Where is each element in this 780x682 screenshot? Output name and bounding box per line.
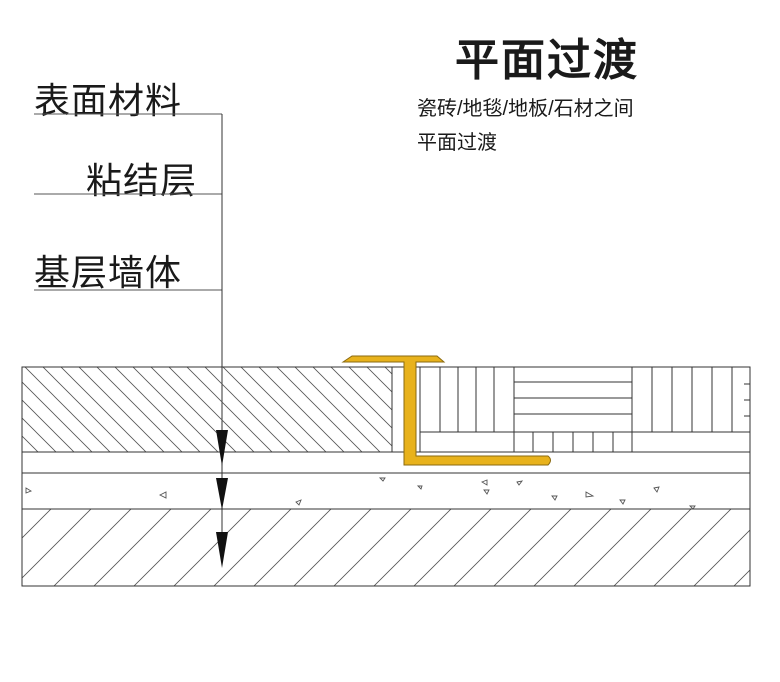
label-underlines [34, 113, 222, 291]
arrow-adhesive [216, 478, 228, 510]
tile-surface-layer [21, 366, 393, 453]
label-surface-material: 表面材料 [34, 81, 183, 122]
arrow-base [216, 532, 228, 568]
diagram-title: 平面过渡 [455, 35, 639, 86]
leader-arrows [216, 430, 228, 568]
arrow-surface [216, 430, 228, 466]
description-line-2: 平面过渡 [417, 132, 497, 154]
description-line-1: 瓷砖/地毯/地板/石材之间 [417, 98, 634, 120]
base-wall-layer [21, 508, 751, 587]
label-adhesive-layer: 粘结层 [86, 161, 198, 202]
wood-floor-layer [419, 366, 751, 453]
transition-profile [341, 355, 551, 466]
layer-stack [21, 366, 751, 587]
label-base-wall: 基层墙体 [34, 253, 183, 294]
aggregate-marks [25, 477, 696, 510]
